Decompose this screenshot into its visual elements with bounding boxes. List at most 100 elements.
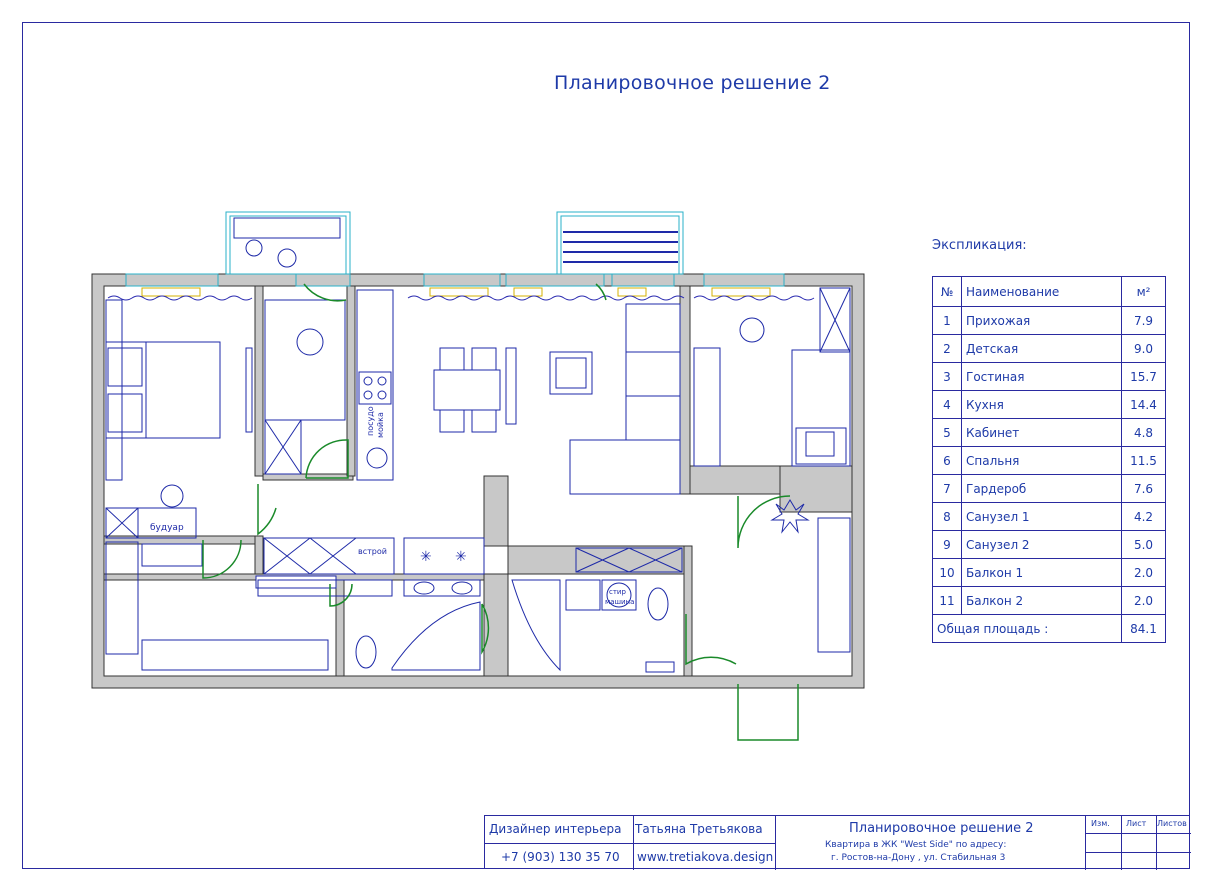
header-area: м² xyxy=(1121,276,1166,307)
dining-table xyxy=(433,369,501,411)
row-num: 10 xyxy=(932,558,962,587)
row-area: 9.0 xyxy=(1121,334,1166,363)
pillow xyxy=(805,431,835,457)
kids-chair xyxy=(296,328,324,356)
row-area: 5.0 xyxy=(1121,530,1166,559)
col-izm: Изм. xyxy=(1091,819,1110,828)
kids-desk xyxy=(264,299,346,421)
row-name: Санузел 1 xyxy=(961,502,1122,531)
row-num: 8 xyxy=(932,502,962,531)
row-num: 4 xyxy=(932,390,962,419)
study-cabinet xyxy=(819,287,851,353)
closet-rack-bottom xyxy=(141,639,329,671)
laundry-shelf xyxy=(257,579,393,597)
row-name: Детская xyxy=(961,334,1122,363)
row-num: 3 xyxy=(932,362,962,391)
column-hall xyxy=(483,475,509,547)
project-desc-1: Квартира в ЖК "West Side" по адресу: xyxy=(825,840,1007,850)
washing-machine xyxy=(601,579,637,611)
plant-icon xyxy=(770,499,810,534)
wall-kid-kitchen xyxy=(346,285,356,477)
kids-bed xyxy=(264,419,302,475)
wall-bath2-top xyxy=(507,545,685,575)
closet-rack xyxy=(105,541,139,655)
wall-bedroom-bottom xyxy=(103,535,257,545)
balcony-1 xyxy=(225,211,351,275)
row-area: 15.7 xyxy=(1121,362,1166,391)
explication-title: Экспликация: xyxy=(932,238,1027,253)
kitchen-counter xyxy=(356,289,394,481)
designer-name: Татьяна Третьякова xyxy=(635,822,763,836)
bath1-vanity xyxy=(403,579,481,597)
row-area: 7.6 xyxy=(1121,474,1166,503)
label-boudoir: будуар xyxy=(150,523,184,533)
balcony-chair xyxy=(245,239,263,257)
row-num: 5 xyxy=(932,418,962,447)
row-name: Спальня xyxy=(961,446,1122,475)
dining-chair xyxy=(471,347,497,371)
designer-label: Дизайнер интерьера xyxy=(489,822,622,836)
wall-bath1-left xyxy=(335,573,345,677)
drawing-title: Планировочное решение 2 xyxy=(554,72,831,94)
row-area: 7.9 xyxy=(1121,306,1166,335)
windows xyxy=(125,273,785,287)
total-area: 84.1 xyxy=(1121,614,1166,643)
pillow xyxy=(107,393,143,433)
bath2-rack xyxy=(645,661,675,673)
label-built-in: встрой xyxy=(358,547,387,556)
balcony-2-shelves xyxy=(563,231,678,263)
balcony-chair xyxy=(277,248,297,268)
row-name: Кабинет xyxy=(961,418,1122,447)
toilet-2 xyxy=(647,587,669,621)
wall-bedroom-kid xyxy=(254,285,264,477)
row-num: 2 xyxy=(932,334,962,363)
total-label: Общая площадь : xyxy=(932,614,1122,643)
study-shelf xyxy=(693,347,721,467)
header-num: № xyxy=(932,276,962,307)
vanity-chair xyxy=(160,484,184,508)
label-dishwasher-1: посудо xyxy=(366,406,375,436)
row-name: Балкон 2 xyxy=(961,586,1122,615)
wall-bath2-right xyxy=(683,545,693,677)
fan-icon: ✳ xyxy=(455,549,467,565)
wall-kid-bottom xyxy=(262,473,354,481)
row-name: Прихожая xyxy=(961,306,1122,335)
bath2-sink xyxy=(565,579,601,611)
label-washer-2: машина xyxy=(605,598,634,606)
label-dishwasher-2: мойка xyxy=(376,412,385,438)
hall-wardrobe xyxy=(817,517,851,653)
row-name: Кухня xyxy=(961,390,1122,419)
row-name: Санузел 2 xyxy=(961,530,1122,559)
bathtub xyxy=(391,601,481,671)
project-desc-2: г. Ростов-на-Дону , ул. Стабильная 3 xyxy=(831,853,1006,863)
balcony-1-desk xyxy=(233,217,341,239)
row-num: 9 xyxy=(932,530,962,559)
row-area: 2.0 xyxy=(1121,558,1166,587)
pillow xyxy=(107,347,143,387)
label-washer-1: стир xyxy=(609,588,626,596)
drawing-frame xyxy=(22,22,1190,869)
row-area: 4.2 xyxy=(1121,502,1166,531)
tv-panel xyxy=(245,347,253,433)
study-chair xyxy=(739,317,765,343)
title-block: Дизайнер интерьера Татьяна Третьякова +7… xyxy=(484,815,1191,870)
closet-rack-top xyxy=(141,543,203,567)
row-area: 2.0 xyxy=(1121,586,1166,615)
dining-chair xyxy=(439,347,465,371)
designer-phone: +7 (903) 130 35 70 xyxy=(501,850,620,864)
wall-study-corner xyxy=(779,465,853,513)
fan-icon: ✳ xyxy=(420,549,432,565)
row-num: 11 xyxy=(932,586,962,615)
col-list: Лист xyxy=(1126,819,1147,828)
fridge-unit xyxy=(403,537,485,575)
col-listov: Листов xyxy=(1157,819,1187,828)
row-name: Балкон 1 xyxy=(961,558,1122,587)
